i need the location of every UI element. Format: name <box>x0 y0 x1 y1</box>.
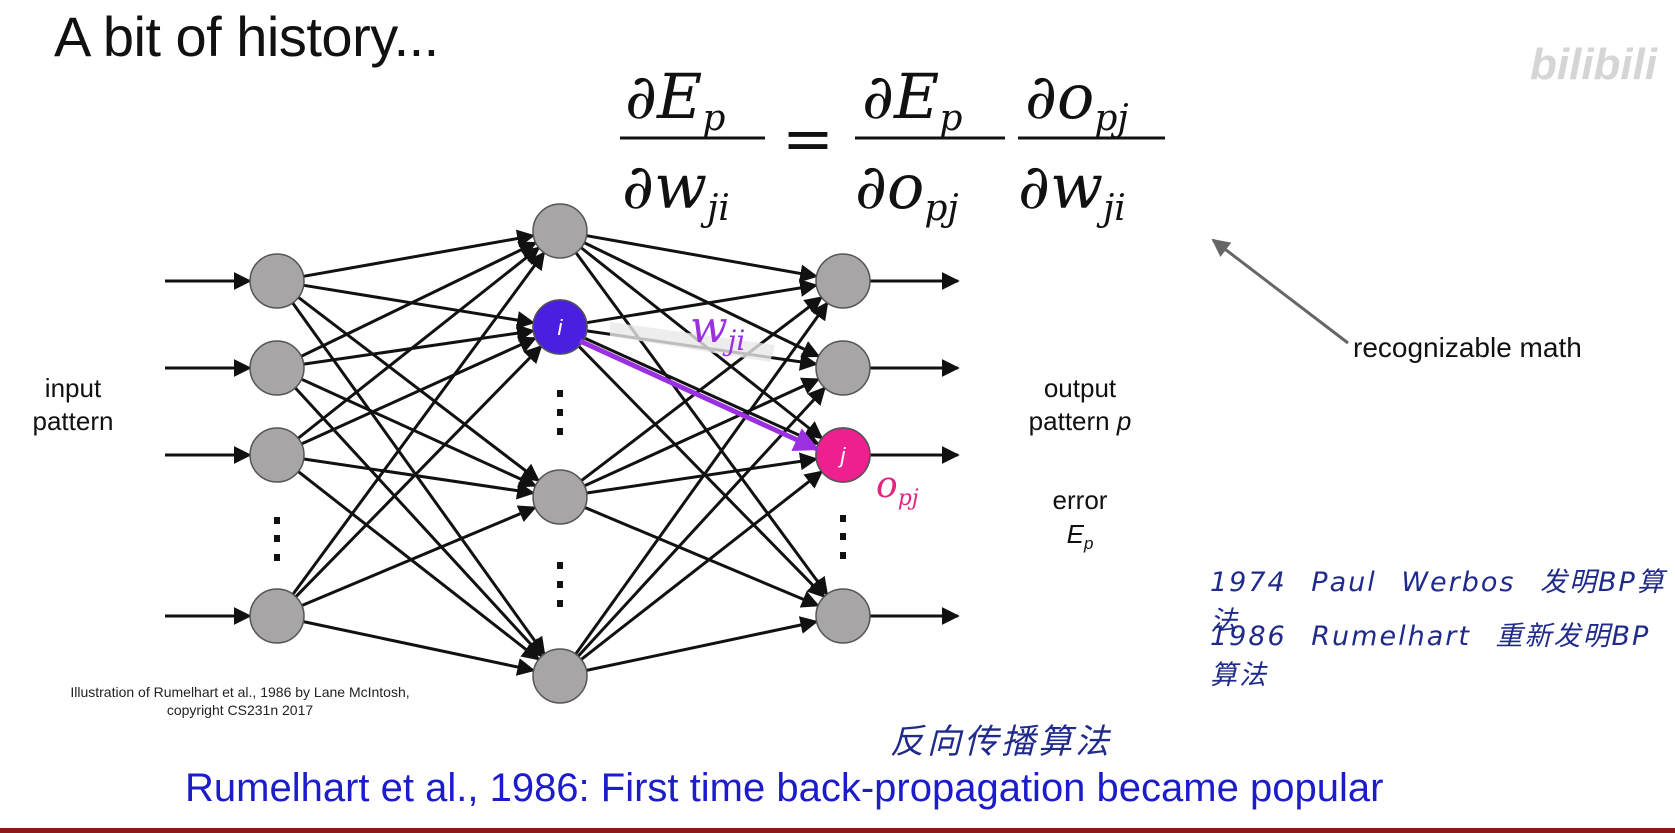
eq-r1-num: ∂E <box>862 60 939 133</box>
recognizable-math-annotation: recognizable math <box>1353 332 1582 363</box>
input-node <box>249 253 305 309</box>
output-connection <box>583 241 821 358</box>
svg-text:∂Ep: ∂Ep <box>862 60 962 139</box>
svg-text:∂opj: ∂opj <box>1025 60 1129 139</box>
svg-text:∂Ep: ∂Ep <box>625 60 725 139</box>
output-connection <box>583 377 821 488</box>
output-connection <box>574 251 829 596</box>
hidden-node <box>532 203 588 259</box>
error-symbol: Ep <box>1066 519 1094 554</box>
svg-text:∂wji: ∂wji <box>622 150 730 229</box>
output-connection <box>586 234 819 283</box>
error-label: error <box>1052 485 1108 515</box>
bottom-headline: Rumelhart et al., 1986: First time back-… <box>185 766 1384 810</box>
hidden-connection <box>303 283 536 329</box>
weight-label: wji <box>690 302 745 357</box>
output-connection <box>586 279 819 325</box>
handwritten-note-1974: 1974 Paul Werbos 发明BP算法 <box>1210 567 1666 637</box>
node-i-label: i <box>558 315 564 340</box>
hidden-ellipsis-lower <box>557 562 563 569</box>
node-j <box>815 427 871 483</box>
hidden-connection <box>291 302 546 656</box>
weight-highlight-band <box>610 322 775 362</box>
backprop-equation: ∂Ep ∂wji = ∂Ep ∂opj ∂opj ∂wji <box>620 60 1165 229</box>
eq-equals: = <box>782 102 834 175</box>
output-ellipsis <box>840 533 846 540</box>
output-node <box>815 340 871 396</box>
eq-lhs-num: ∂E <box>625 60 702 133</box>
hidden-connection <box>294 345 543 598</box>
eq-lhs-den: ∂w <box>622 150 707 223</box>
output-connection <box>586 616 819 672</box>
eq-r1-den: ∂o <box>855 150 924 223</box>
hidden-connection <box>300 336 538 446</box>
output-o-label: opj <box>876 465 919 511</box>
output-connection <box>583 336 821 446</box>
hidden-connection <box>300 241 538 358</box>
svg-text:∂opj: ∂opj <box>855 150 959 229</box>
eq-r2-den: ∂w <box>1018 150 1103 223</box>
output-node <box>815 588 871 644</box>
hidden-ellipsis-upper <box>557 409 563 416</box>
output-connection <box>580 296 823 482</box>
hidden-connection <box>297 470 541 661</box>
input-node <box>249 340 305 396</box>
node-i <box>532 299 588 355</box>
annotation-arrow <box>1211 238 1349 345</box>
output-ellipsis <box>840 515 846 522</box>
eq-r2-num: ∂o <box>1025 60 1094 133</box>
input-ellipsis <box>274 554 280 561</box>
hidden-connection <box>301 505 537 607</box>
output-connection <box>574 301 829 655</box>
hidden-ellipsis-lower <box>557 600 563 607</box>
hidden-node <box>532 469 588 525</box>
input-node <box>249 588 305 644</box>
output-connection <box>577 345 826 598</box>
slide-title: A bit of history... <box>54 5 439 68</box>
hidden-ellipsis-upper <box>557 428 563 435</box>
weight-highlight-arrow <box>578 338 820 452</box>
illustration-caption: Illustration of Rumelhart et al., 1986 b… <box>70 684 410 718</box>
output-connection <box>584 506 820 608</box>
hidden-node <box>532 648 588 704</box>
output-ellipsis <box>840 552 846 559</box>
bottom-border-bar <box>0 828 1675 833</box>
bilibili-watermark: bilibili <box>1530 40 1658 89</box>
output-connection <box>577 386 826 658</box>
output-node <box>815 253 871 309</box>
input-node <box>249 427 305 483</box>
hidden-connection <box>303 457 536 500</box>
svg-text:∂wji: ∂wji <box>1018 150 1126 229</box>
handwritten-note-backprop: 反向传播算法 <box>890 722 1112 762</box>
hidden-connection <box>297 246 541 440</box>
handwritten-note-1986: 1986 Rumelhart 重新发明BP算法 <box>1210 621 1651 691</box>
hidden-connection <box>303 324 536 366</box>
input-ellipsis <box>274 517 280 524</box>
output-connection <box>580 470 824 661</box>
node-j-label: j <box>838 443 847 468</box>
hidden-ellipsis-upper <box>557 390 563 397</box>
hidden-connection <box>291 251 546 596</box>
hidden-connection <box>303 229 536 278</box>
hidden-connection <box>294 386 543 658</box>
hidden-connection <box>297 296 540 482</box>
hidden-ellipsis-lower <box>557 581 563 588</box>
input-ellipsis <box>274 535 280 542</box>
hidden-connection <box>303 620 536 676</box>
hidden-connection <box>300 377 538 488</box>
